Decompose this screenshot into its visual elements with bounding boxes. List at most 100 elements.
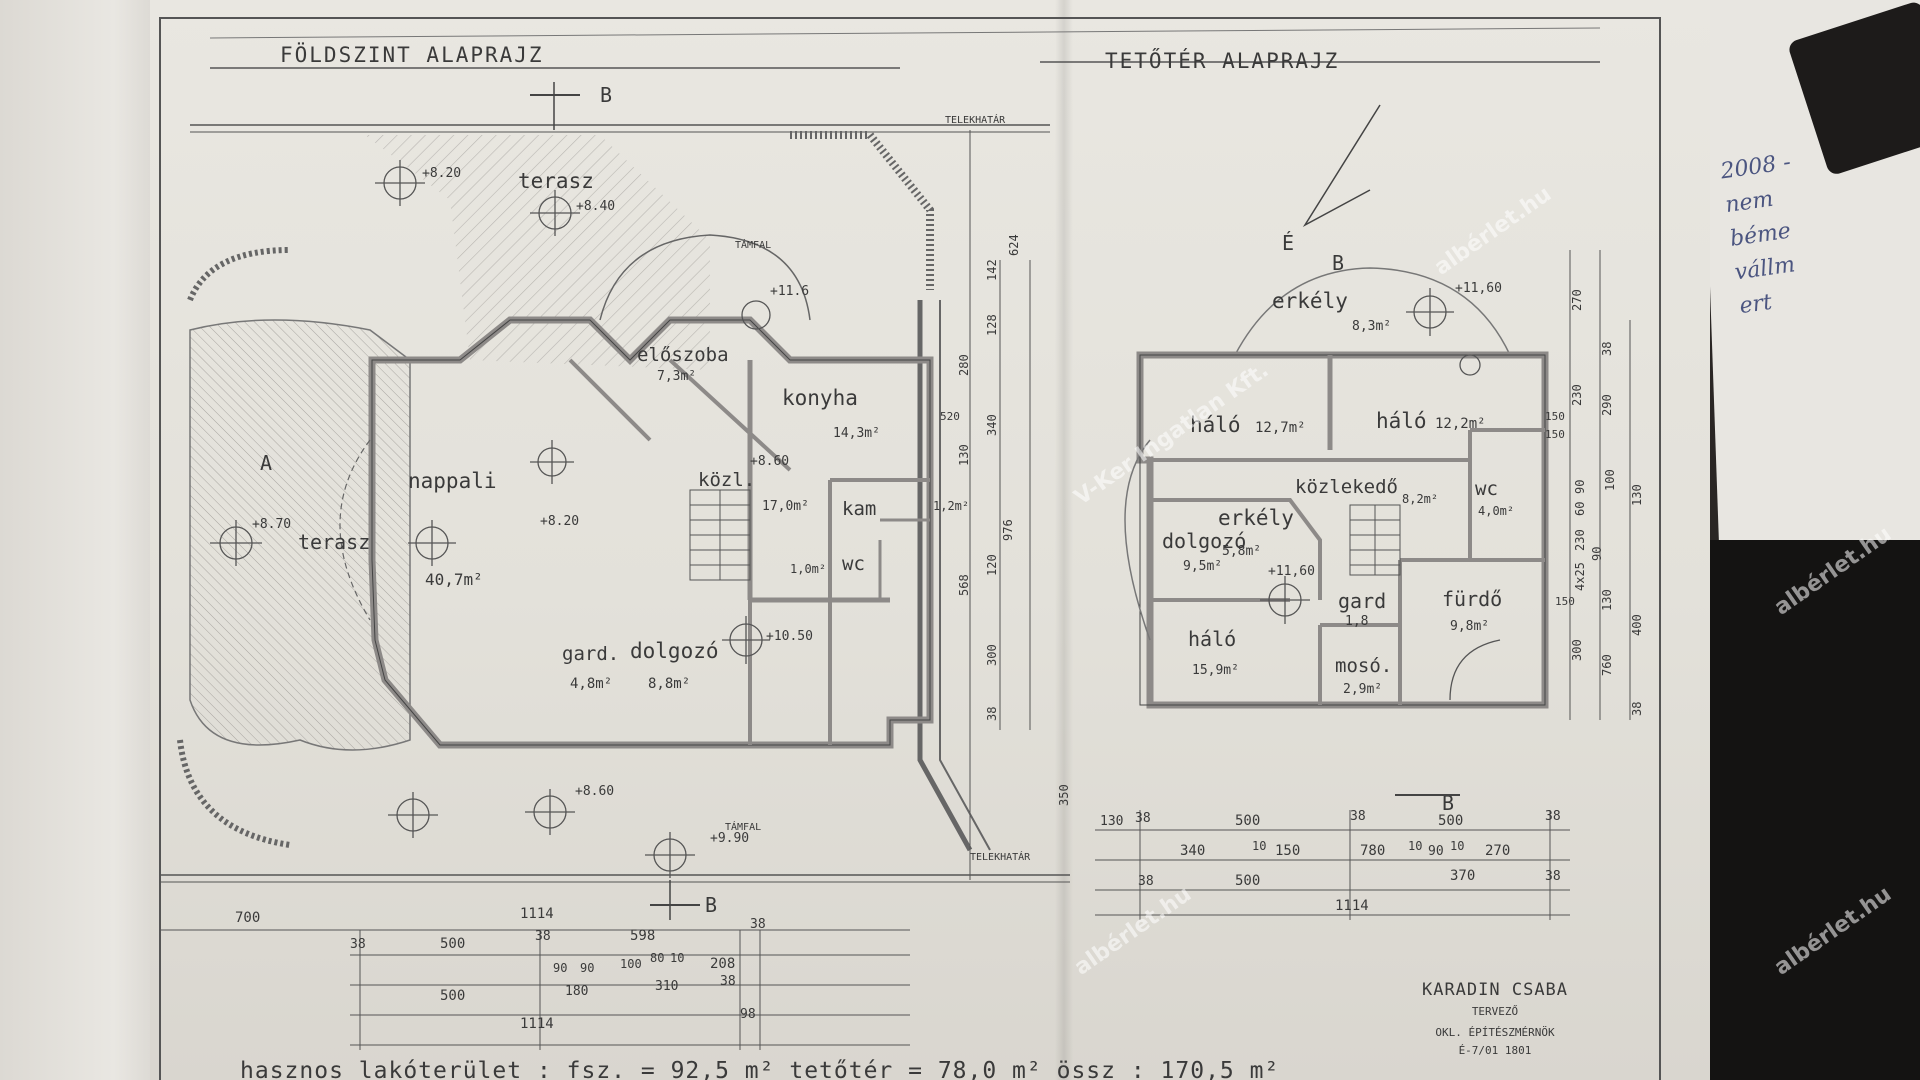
adim-370: 370 bbox=[1450, 868, 1475, 884]
left-plan-title: FÖLDSZINT ALAPRAJZ bbox=[280, 42, 544, 67]
ldim-180: 180 bbox=[565, 984, 588, 999]
adim-38e: 38 bbox=[1545, 869, 1561, 884]
avdim-4x25: 4x25 bbox=[1573, 562, 1587, 591]
right-plan: É B B bbox=[1095, 104, 1644, 920]
attic-level-2: +11,60 bbox=[1268, 564, 1315, 579]
avdim-38: 38 bbox=[1600, 342, 1614, 356]
adim-150: 150 bbox=[1275, 843, 1300, 859]
left-plan: TELEKHATÁR TELEKHATÁR bbox=[160, 82, 1071, 1050]
adim-500b: 500 bbox=[1438, 813, 1463, 829]
sheet-frame bbox=[159, 17, 1661, 1080]
ldim-310: 310 bbox=[655, 979, 678, 994]
room-gard: gard. bbox=[562, 643, 619, 665]
adim-10c: 10 bbox=[1450, 839, 1464, 853]
attic-halo-3: háló bbox=[1188, 627, 1236, 651]
adim-1114: 1114 bbox=[1335, 898, 1369, 914]
blueprint-sheet: FÖLDSZINT ALAPRAJZ TETŐTÉR ALAPRAJZ TELE… bbox=[150, 0, 1710, 1080]
left-wall-label: TÁMFAL bbox=[735, 238, 771, 251]
designer-role: TERVEZŐ bbox=[1472, 1004, 1518, 1018]
level-9: +11.6 bbox=[770, 284, 809, 299]
ldim-598: 598 bbox=[630, 928, 655, 944]
rdim-128: 128 bbox=[985, 314, 999, 336]
ldim-208: 208 bbox=[710, 956, 735, 972]
ldim-90a: 90 bbox=[553, 961, 567, 975]
attic-level-1: +11,60 bbox=[1455, 281, 1502, 296]
room-kozl-area: 17,0m² bbox=[762, 499, 809, 514]
avdim-130a: 130 bbox=[1630, 484, 1644, 506]
ldim-38c: 38 bbox=[750, 917, 766, 932]
room-dolgozo: dolgozó bbox=[630, 639, 719, 663]
attic-halo-3-area: 15,9m² bbox=[1192, 663, 1239, 678]
adim-38c: 38 bbox=[1545, 809, 1561, 824]
attic-gard: gard bbox=[1338, 589, 1386, 613]
designer-block: KARADIN CSABA TERVEZŐ OKL. ÉPÍTÉSZMÉRNÖK… bbox=[1422, 980, 1567, 1057]
ldim-90b: 90 bbox=[580, 961, 594, 975]
room-dolgozo-area: 8,8m² bbox=[648, 676, 690, 692]
attic-furdo-area: 9,8m² bbox=[1450, 619, 1489, 634]
rdim-120: 120 bbox=[985, 554, 999, 576]
title-rule-top bbox=[209, 27, 1601, 39]
adim-38d: 38 bbox=[1138, 874, 1154, 889]
level-5: +8.70 bbox=[252, 517, 291, 532]
adim-780: 780 bbox=[1360, 843, 1385, 859]
rdim-300: 300 bbox=[985, 644, 999, 666]
avdim-130b: 130 bbox=[1600, 589, 1614, 611]
sheet-fold bbox=[1055, 0, 1073, 1080]
room-terasz-left: terasz bbox=[298, 530, 370, 554]
room-eloszoba-area: 7,3m² bbox=[657, 369, 696, 384]
adim-10b: 10 bbox=[1408, 839, 1422, 853]
attic-wc-area: 4,0m² bbox=[1478, 504, 1514, 518]
designer-title: OKL. ÉPÍTÉSZMÉRNÖK bbox=[1435, 1026, 1555, 1039]
ldim-38d: 38 bbox=[720, 974, 736, 989]
left-wall-label-2: TÁMFAL bbox=[725, 820, 761, 833]
avdim-100: 100 bbox=[1603, 469, 1617, 491]
attic-gard-area: 1,8 bbox=[1345, 614, 1368, 629]
area-summary: hasznos lakóterület : fsz. = 92,5 m² tet… bbox=[240, 1058, 1279, 1080]
ldim-80: 80 bbox=[650, 951, 664, 965]
left-boundary-label-bottom: TELEKHATÁR bbox=[970, 850, 1031, 863]
avdim-38b: 38 bbox=[1630, 702, 1644, 716]
rdim-340: 340 bbox=[985, 414, 999, 436]
ldim-38b: 38 bbox=[535, 929, 551, 944]
room-nappali-area: 40,7m² bbox=[425, 570, 483, 589]
avdim-150c: 150 bbox=[1555, 595, 1575, 608]
room-konyha-area: 14,3m² bbox=[833, 426, 880, 441]
avdim-150b: 150 bbox=[1545, 428, 1565, 441]
attic-dolgozo: dolgozó bbox=[1162, 529, 1246, 553]
room-konyha: konyha bbox=[782, 386, 858, 410]
left-section-mark-bottom: B bbox=[705, 893, 717, 917]
avdim-760: 760 bbox=[1600, 654, 1614, 676]
avdim-290: 290 bbox=[1600, 394, 1614, 416]
room-nappali: nappali bbox=[408, 469, 497, 493]
attic-erkely-top: erkély bbox=[1272, 289, 1348, 313]
ldim-1114a: 1114 bbox=[520, 906, 554, 922]
left-section-mark-top: B bbox=[600, 83, 612, 107]
right-plan-title: TETŐTÉR ALAPRAJZ bbox=[1105, 48, 1339, 73]
avdim-60: 60 bbox=[1573, 502, 1587, 516]
level-2: +8.40 bbox=[576, 199, 615, 214]
designer-code: É-7/01 1801 bbox=[1459, 1044, 1532, 1057]
adim-38b: 38 bbox=[1350, 809, 1366, 824]
room-kozl: közl. bbox=[698, 469, 755, 491]
adim-270: 270 bbox=[1485, 843, 1510, 859]
right-section-mark-bottom: B bbox=[1442, 791, 1454, 815]
rdim-350: 350 bbox=[1057, 784, 1071, 806]
avdim-400: 400 bbox=[1630, 614, 1644, 636]
room-terasz-top: terasz bbox=[518, 169, 594, 193]
adim-500a: 500 bbox=[1235, 813, 1260, 829]
avdim-270: 270 bbox=[1570, 289, 1584, 311]
rdim-142: 142 bbox=[985, 259, 999, 281]
level-6: +10.50 bbox=[766, 629, 813, 644]
avdim-300: 300 bbox=[1570, 639, 1584, 661]
ldim-1114b: 1114 bbox=[520, 1016, 554, 1032]
room-wc: wc bbox=[842, 553, 865, 575]
blueprint-drawing: FÖLDSZINT ALAPRAJZ TETŐTÉR ALAPRAJZ TELE… bbox=[159, 17, 1661, 1080]
room-gard-area: 4,8m² bbox=[570, 676, 612, 692]
room-wc-area: 1,0m² bbox=[790, 562, 826, 576]
left-boundary-label-top: TELEKHATÁR bbox=[945, 113, 1006, 126]
attic-furdo: fürdő bbox=[1442, 587, 1502, 611]
avdim-230b: 230 bbox=[1573, 529, 1587, 551]
attic-kozlekedo-area: 8,2m² bbox=[1402, 492, 1438, 506]
avdim-150a: 150 bbox=[1545, 410, 1565, 423]
level-3: +8.60 bbox=[750, 454, 789, 469]
